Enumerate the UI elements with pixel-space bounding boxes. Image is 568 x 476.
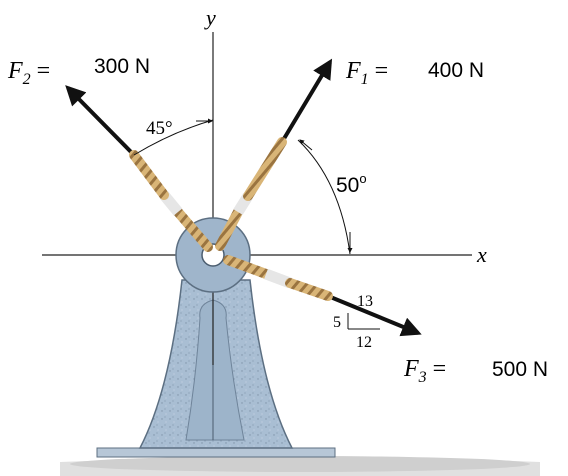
slope-hyp-label: 13 — [357, 293, 373, 310]
force-F1-vector — [215, 58, 333, 251]
F1-symbol: F1= — [345, 58, 388, 88]
ground — [60, 447, 540, 476]
coordinate-axes — [42, 32, 472, 365]
force-F2-label: F2= 300 N — [7, 55, 150, 88]
F2-magnitude: 300 N — [94, 55, 150, 78]
angle-50-annotation — [297, 139, 353, 255]
angle-45-label: 45° — [146, 118, 173, 139]
F1-magnitude: 400 N — [428, 59, 484, 82]
y-axis-label: y — [204, 5, 216, 30]
F3-magnitude: 500 N — [492, 358, 548, 381]
F3-symbol: F3= — [403, 356, 446, 386]
force-F1-label: F1= 400 N — [345, 58, 484, 88]
force-F2-vector — [65, 85, 213, 252]
slope-run-label: 12 — [356, 334, 372, 351]
F2-symbol: F2= — [7, 58, 50, 88]
force-F3-vector — [223, 255, 422, 337]
force-F3-label: F3= 500 N — [403, 356, 548, 386]
bracket — [138, 279, 294, 449]
x-axis-label: x — [476, 242, 487, 267]
slope-triangle — [347, 313, 380, 330]
angle-45-annotation — [133, 118, 214, 156]
slope-rise-label: 5 — [333, 314, 341, 331]
angle-50-label: 50o — [336, 171, 367, 197]
